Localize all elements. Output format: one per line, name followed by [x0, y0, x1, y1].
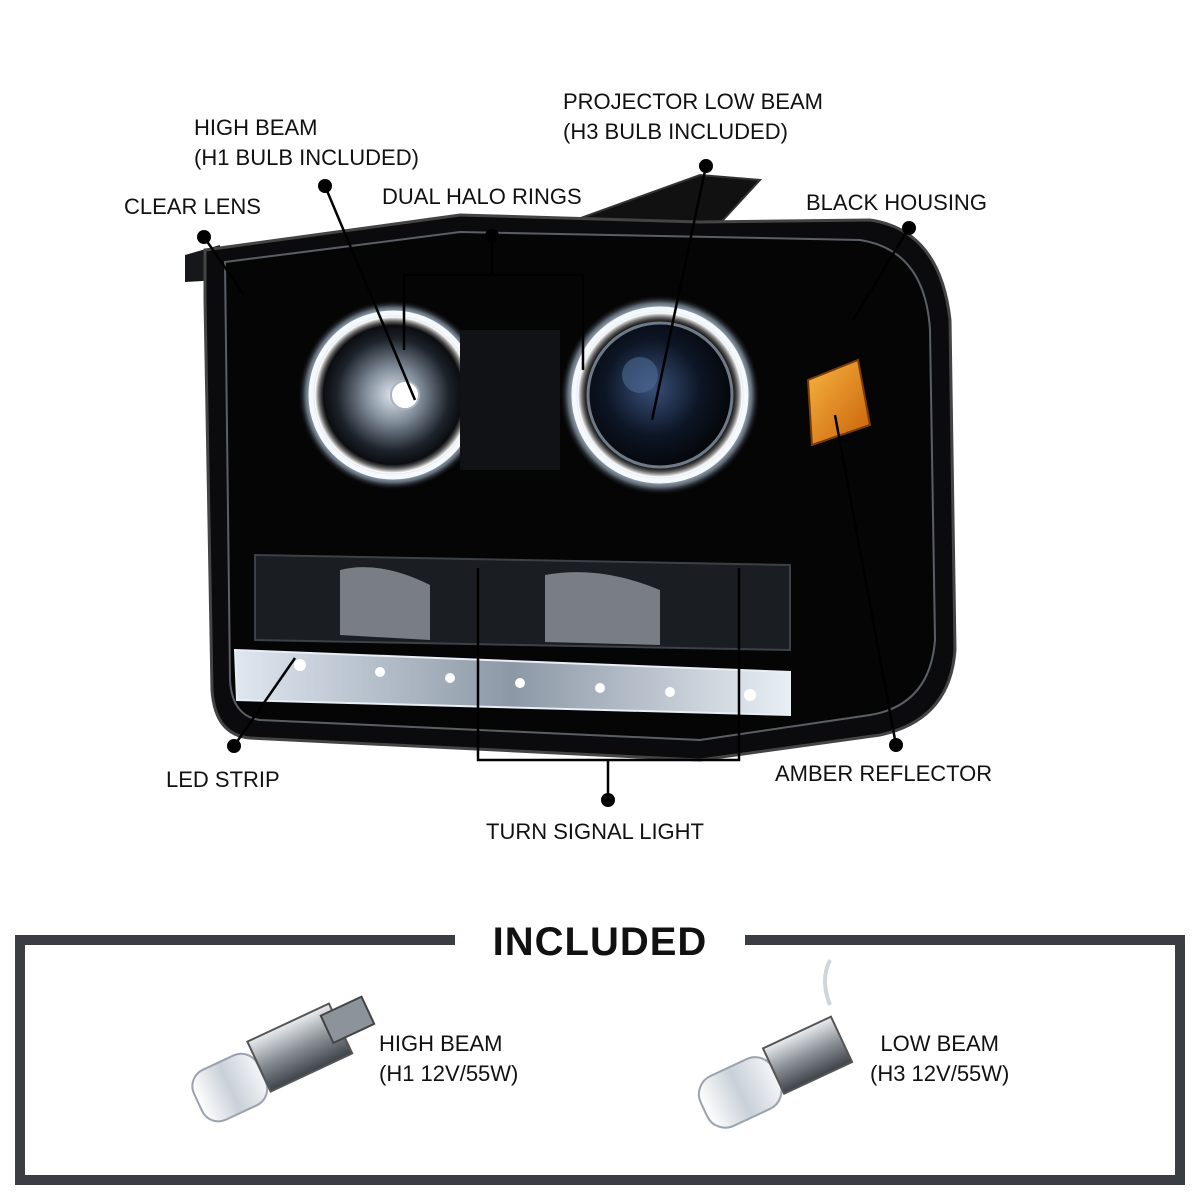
label-high-beam: HIGH BEAM (H1 BULB INCLUDED): [194, 115, 419, 170]
turn-signal-chrome: [254, 553, 791, 652]
low-beam-ring: [571, 306, 749, 484]
callout-dots: [197, 159, 916, 807]
label-turn-signal-light: TURN SIGNAL LIGHT: [486, 819, 704, 844]
led-dots: [294, 659, 756, 701]
turn-signal-reflector-left: [340, 567, 430, 640]
h1-bulb-icon: [191, 995, 376, 1123]
label-projector-low-beam: PROJECTOR LOW BEAM (H3 BULB INCLUDED): [563, 89, 823, 144]
headlight-assembly: [185, 173, 957, 762]
label-amber-reflector: AMBER REFLECTOR: [775, 761, 993, 786]
high-beam-bulb-label: HIGH BEAM (H1 12V/55W): [379, 1031, 519, 1086]
h3-bulb-icon: [697, 959, 854, 1129]
low-beam-lens-highlight: [622, 357, 658, 393]
high-beam-bulb: [390, 380, 420, 410]
led-strip: [233, 648, 791, 717]
low-beam-bulb-label: LOW BEAM (H3 12V/55W): [870, 1031, 1010, 1086]
label-led-strip: LED STRIP: [166, 767, 280, 792]
low-beam-projector-lens: [586, 321, 734, 469]
amber-reflector: [806, 358, 872, 447]
label-black-housing: BLACK HOUSING: [806, 190, 987, 215]
label-clear-lens: CLEAR LENS: [124, 194, 261, 219]
label-dual-halo-rings: DUAL HALO RINGS: [382, 184, 582, 209]
projector-barrel: [460, 330, 560, 470]
included-title: INCLUDED: [492, 920, 708, 964]
turn-signal-reflector-right: [545, 572, 660, 645]
included-frame: [15, 935, 1185, 1185]
